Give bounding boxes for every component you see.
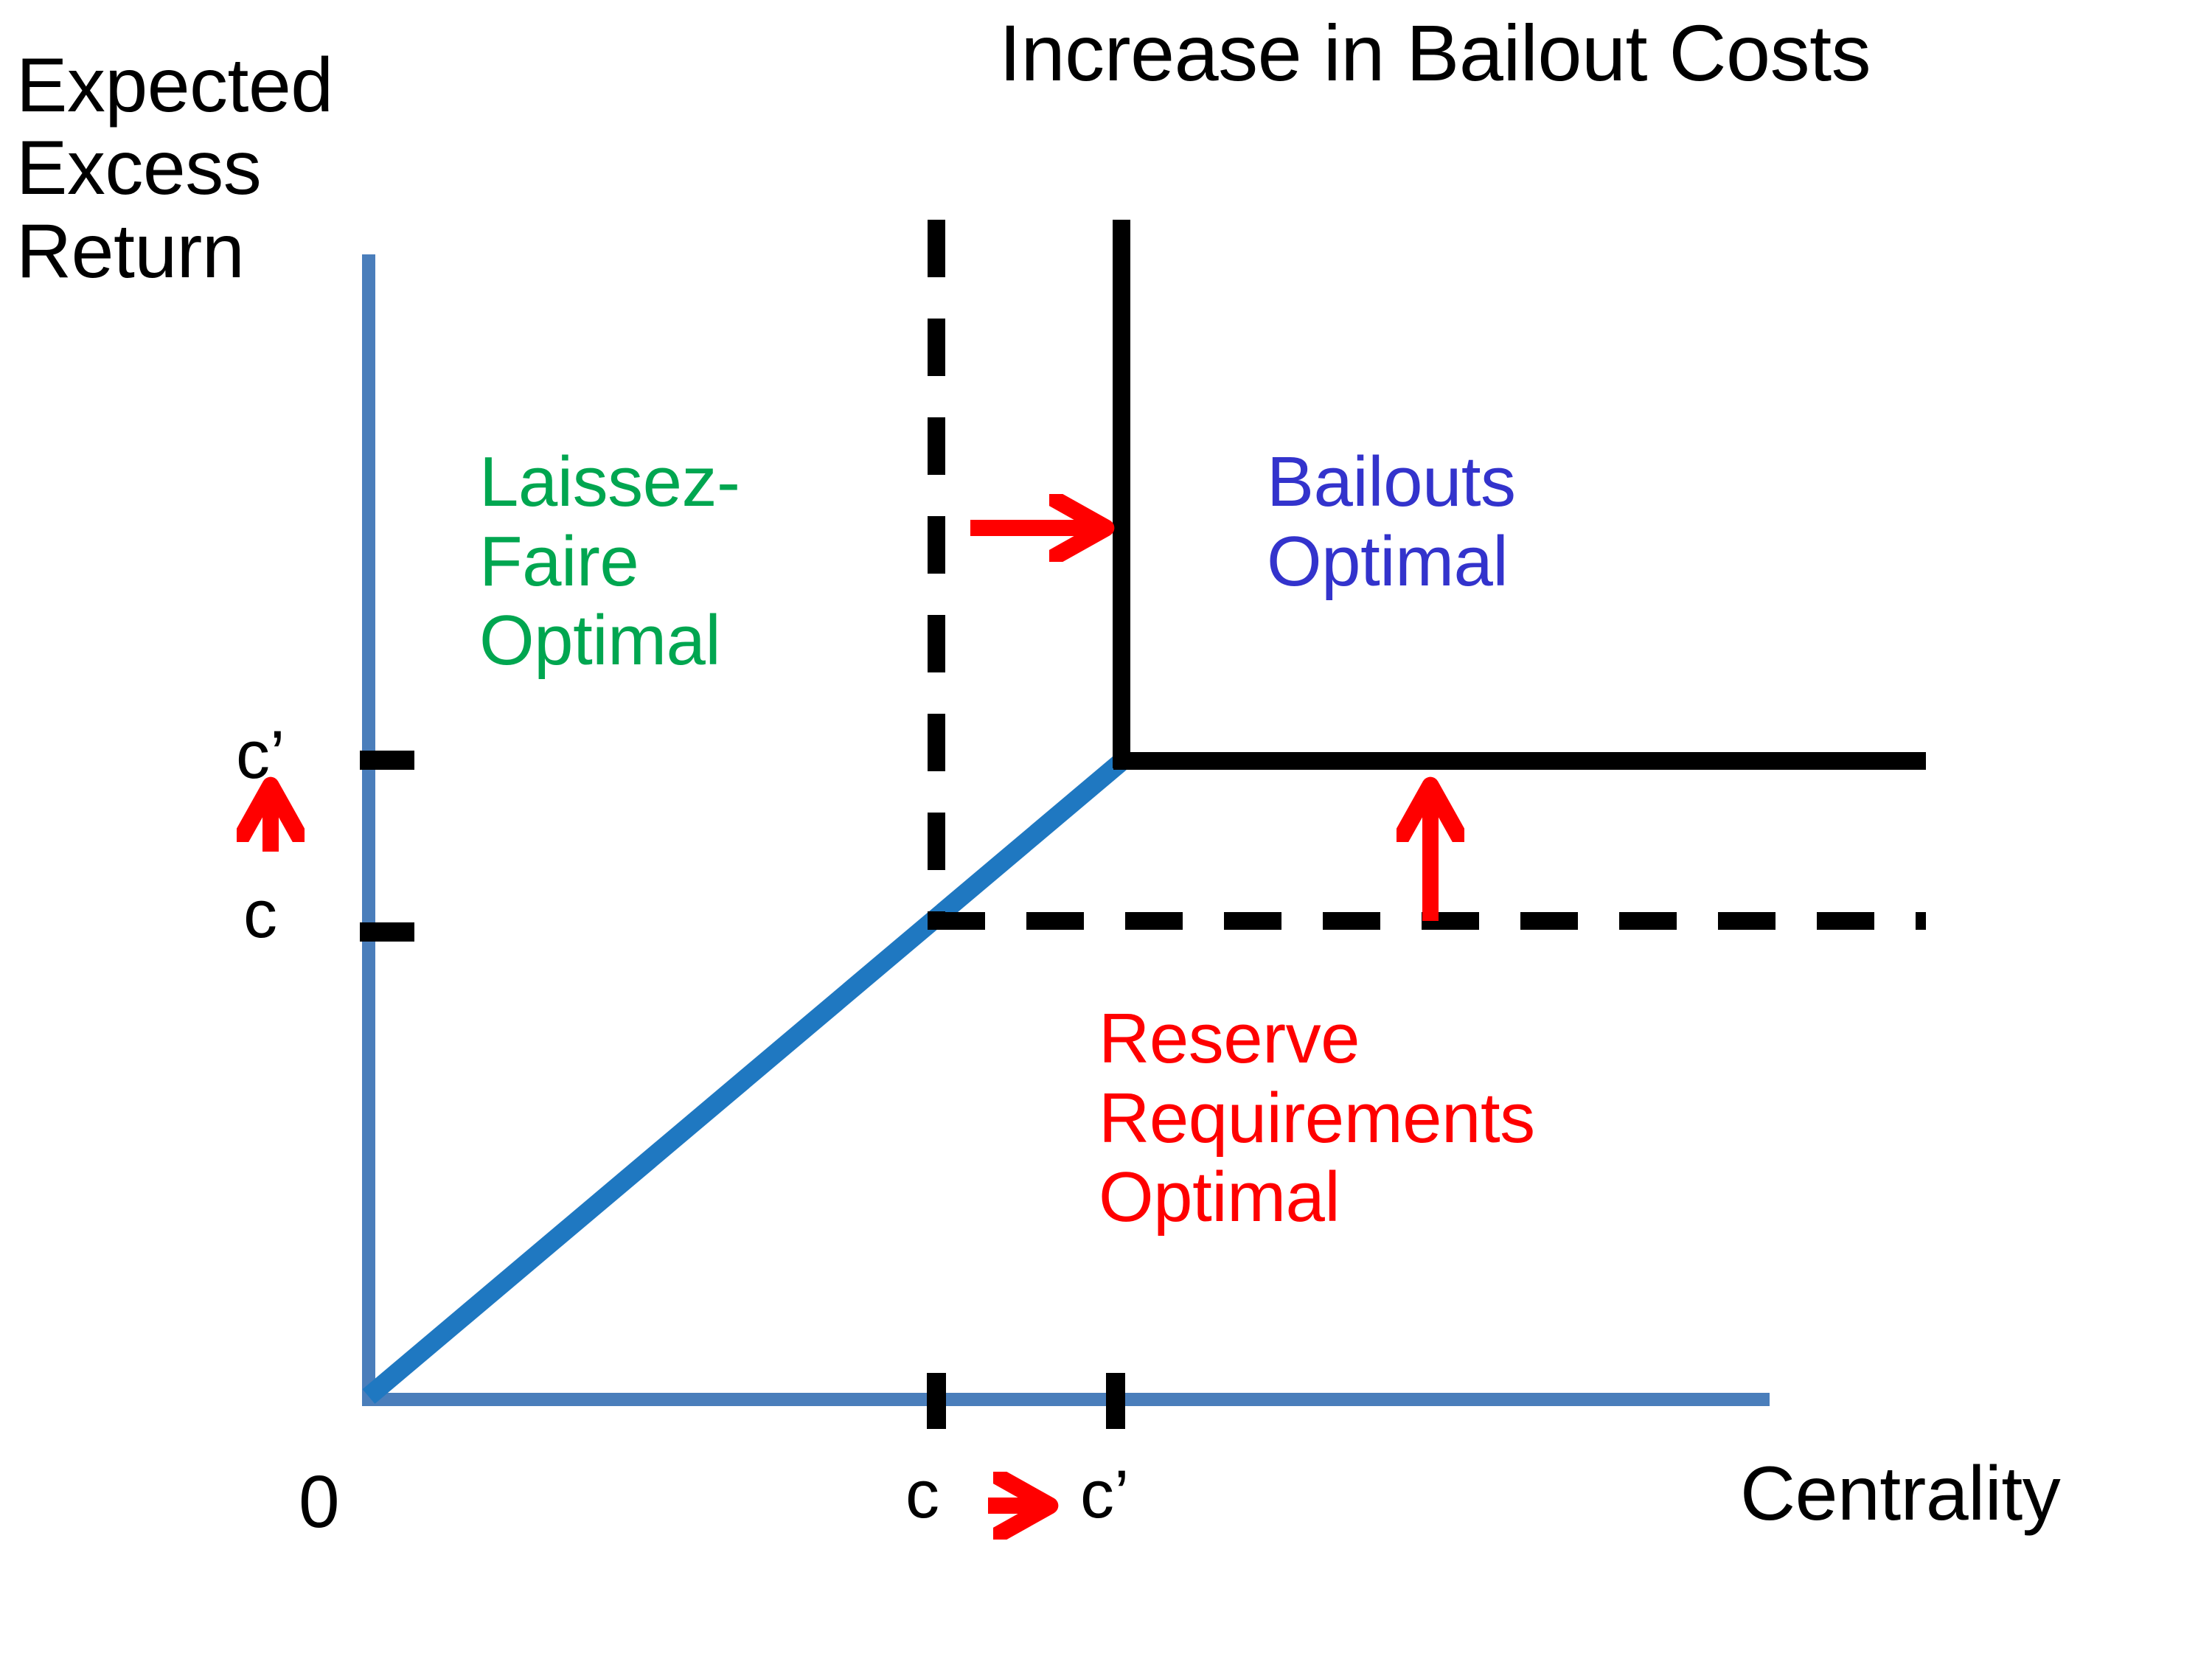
x-tick-label-c-prime: c’ (1080, 1457, 1130, 1532)
chart-title: Increase in Bailout Costs (999, 8, 1871, 97)
x-tick-label-c: c (905, 1457, 939, 1532)
annotation-laissez-faire-optimal: Laissez- Faire Optimal (479, 442, 740, 681)
y-tick-label-c: c (243, 877, 277, 952)
expected-return-schedule-line (362, 754, 1129, 1404)
y-axis-title: Expected Excess Return (16, 43, 333, 294)
annotation-bailouts-optimal: Bailouts Optimal (1267, 442, 1516, 601)
annotation-reserve-requirements-optimal: Reserve Requirements Optimal (1099, 999, 1535, 1237)
x-axis-title: Centrality (1740, 1451, 2061, 1537)
x-tick-label-zero: 0 (299, 1461, 340, 1543)
